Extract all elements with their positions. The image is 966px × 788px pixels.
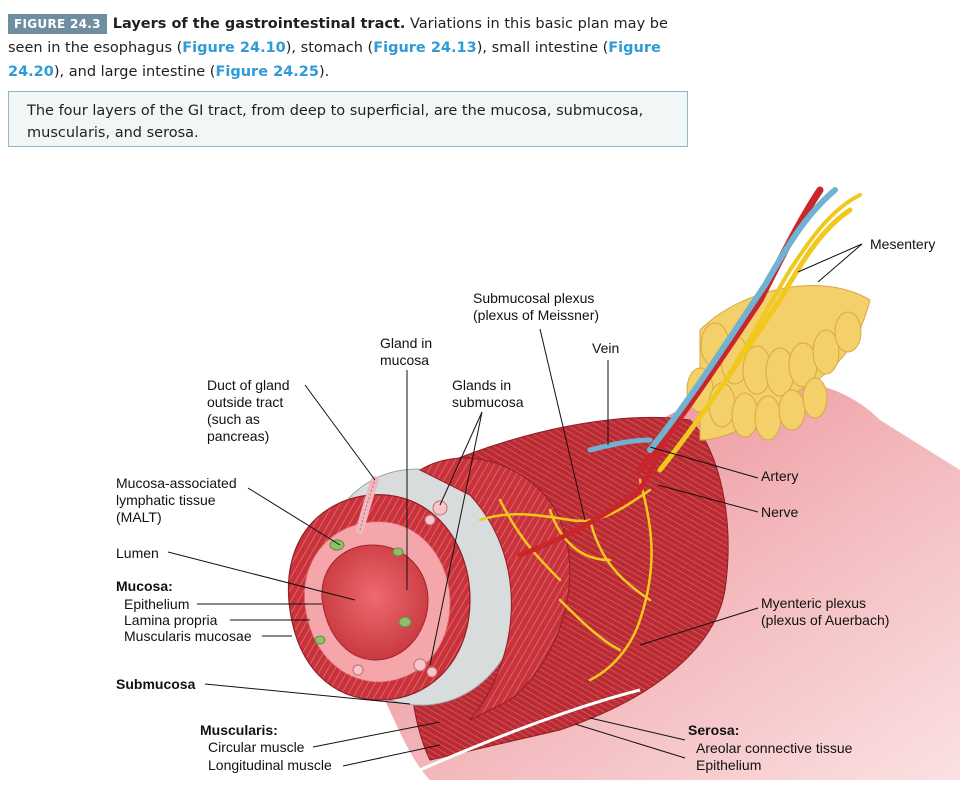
- label-artery: Artery: [761, 468, 799, 484]
- lumen-area: [321, 544, 429, 661]
- label-epithelium-serosa: Epithelium: [696, 757, 762, 773]
- label-lumen: Lumen: [116, 545, 159, 561]
- figure-badge: FIGURE 24.3: [8, 14, 107, 34]
- label-longitudinal-muscle: Longitudinal muscle: [208, 757, 332, 773]
- label-mesentery: Mesentery: [870, 236, 936, 252]
- submucosal-plexus: [478, 478, 653, 682]
- label-mucosa: Mucosa:: [116, 578, 173, 594]
- label-areolar-tissue: Areolar connective tissue: [696, 740, 853, 756]
- label-duct-of-gland: Duct of gland outside tract (such as pan…: [207, 377, 290, 444]
- label-lamina-propria: Lamina propria: [124, 612, 218, 628]
- figure-title: Layers of the gastrointestinal tract.: [112, 16, 406, 32]
- caption-text-3: ), small intestine (: [476, 40, 609, 56]
- caption-text-5: ).: [318, 64, 330, 80]
- label-myenteric-plexus: Myenteric plexus (plexus of Auerbach): [761, 595, 890, 628]
- label-muscularis: Muscularis:: [200, 722, 278, 738]
- circular-muscle-cut: [418, 457, 571, 721]
- submucosal-glands: [352, 500, 448, 678]
- label-vein: Vein: [592, 340, 620, 356]
- artery-vessel: [517, 437, 668, 558]
- vein-vessel: [587, 437, 653, 453]
- summary-box: The four layers of the GI tract, from de…: [8, 91, 688, 147]
- label-muscularis-mucosae: Muscularis mucosae: [124, 628, 252, 644]
- malt-nodules: [314, 539, 412, 645]
- mesentery-vessels: [636, 186, 862, 474]
- label-serosa: Serosa:: [688, 722, 740, 738]
- figure-ref-link[interactable]: Figure 24.25: [215, 64, 319, 80]
- label-epithelium-mucosa: Epithelium: [124, 596, 190, 612]
- caption-text-4: ), and large intestine (: [53, 64, 216, 80]
- label-nerve: Nerve: [761, 504, 799, 520]
- caption-text-1: Variations in this basic plan may be see…: [8, 16, 668, 56]
- leader-lines: [167, 243, 863, 767]
- label-submucosa: Submucosa: [116, 676, 196, 692]
- figure-caption: FIGURE 24.3 Layers of the gastrointestina…: [8, 12, 668, 84]
- summary-text: The four layers of the GI tract, from de…: [27, 103, 644, 141]
- figure-ref-link[interactable]: Figure 24.13: [373, 40, 477, 56]
- figure-ref-link[interactable]: Figure 24.10: [182, 40, 286, 56]
- label-malt: Mucosa-associated lymphatic tissue (MALT…: [116, 475, 237, 525]
- figure-ref-link[interactable]: Figure 24.20: [8, 40, 661, 80]
- label-gland-in-mucosa: Gland in mucosa: [380, 335, 433, 368]
- caption-text-2: ), stomach (: [285, 40, 374, 56]
- label-submucosal-plexus: Submucosal plexus (plexus of Meissner): [473, 290, 600, 323]
- label-circular-muscle: Circular muscle: [208, 739, 305, 755]
- serosa-edge: [419, 688, 641, 772]
- label-glands-in-submucosa: Glands in submucosa: [452, 377, 524, 410]
